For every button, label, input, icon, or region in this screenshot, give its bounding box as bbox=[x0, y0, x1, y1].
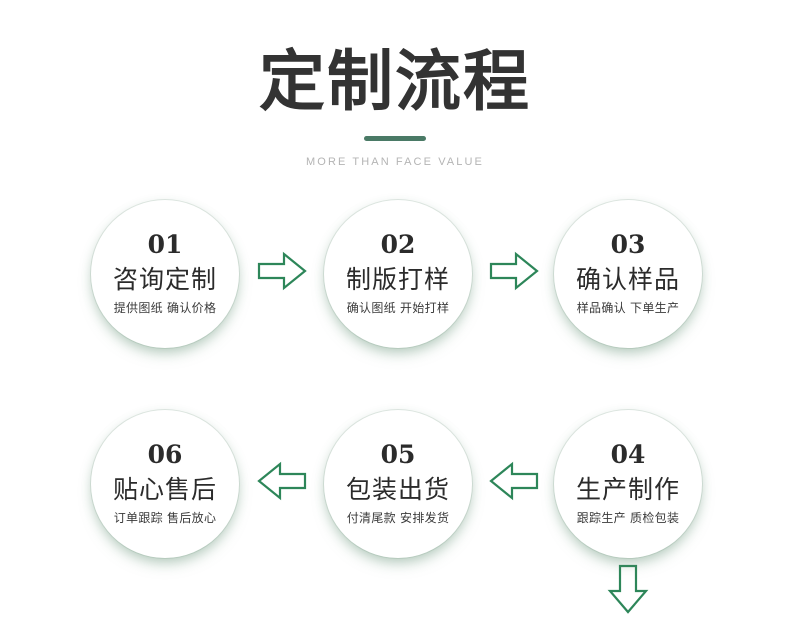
arrow-right-icon bbox=[256, 249, 308, 293]
step-number: 03 bbox=[610, 230, 646, 259]
process-flow: 01 咨询定制 提供图纸 确认价格 02 制版打样 确认图纸 开始打样 03 确… bbox=[0, 200, 790, 614]
page-subtitle: MORE THAN FACE VALUE bbox=[306, 156, 484, 168]
step-card-01[interactable]: 01 咨询定制 提供图纸 确认价格 bbox=[91, 200, 239, 348]
step-card-06[interactable]: 06 贴心售后 订单跟踪 售后放心 bbox=[91, 410, 239, 558]
step-title: 制版打样 bbox=[345, 265, 450, 294]
step-card-04[interactable]: 04 生产制作 跟踪生产 质检包装 bbox=[554, 410, 702, 558]
step-number: 02 bbox=[380, 230, 416, 259]
step-description: 跟踪生产 质检包装 bbox=[576, 511, 680, 525]
step-card-02[interactable]: 02 制版打样 确认图纸 开始打样 bbox=[324, 200, 472, 348]
step-title: 咨询定制 bbox=[112, 265, 217, 294]
page-header: 定制流程 MORE THAN FACE VALUE bbox=[0, 0, 790, 169]
step-title: 贴心售后 bbox=[112, 475, 217, 504]
step-title: 确认样品 bbox=[575, 265, 680, 294]
step-number: 04 bbox=[610, 440, 646, 469]
arrow-left-icon bbox=[488, 459, 540, 503]
arrow-right-icon bbox=[488, 249, 540, 293]
step-number: 05 bbox=[380, 440, 416, 469]
step-card-05[interactable]: 05 包装出货 付清尾款 安排发货 bbox=[324, 410, 472, 558]
step-description: 付清尾款 安排发货 bbox=[346, 511, 450, 525]
step-description: 订单跟踪 售后放心 bbox=[113, 511, 217, 525]
step-description: 提供图纸 确认价格 bbox=[113, 301, 217, 315]
title-divider bbox=[364, 136, 426, 141]
step-title: 包装出货 bbox=[345, 475, 450, 504]
arrow-down-icon bbox=[606, 563, 650, 615]
step-description: 确认图纸 开始打样 bbox=[346, 301, 450, 315]
page-title: 定制流程 bbox=[259, 43, 531, 120]
flow-row-two: 06 贴心售后 订单跟踪 售后放心 05 包装出货 付清尾款 安排发货 04 生… bbox=[0, 410, 790, 565]
step-title: 生产制作 bbox=[575, 475, 680, 504]
step-card-03[interactable]: 03 确认样品 样品确认 下单生产 bbox=[554, 200, 702, 348]
arrow-left-icon bbox=[256, 459, 308, 503]
flow-row-one: 01 咨询定制 提供图纸 确认价格 02 制版打样 确认图纸 开始打样 03 确… bbox=[0, 200, 790, 355]
step-description: 样品确认 下单生产 bbox=[576, 301, 680, 315]
step-number: 01 bbox=[147, 230, 183, 259]
step-number: 06 bbox=[147, 440, 183, 469]
